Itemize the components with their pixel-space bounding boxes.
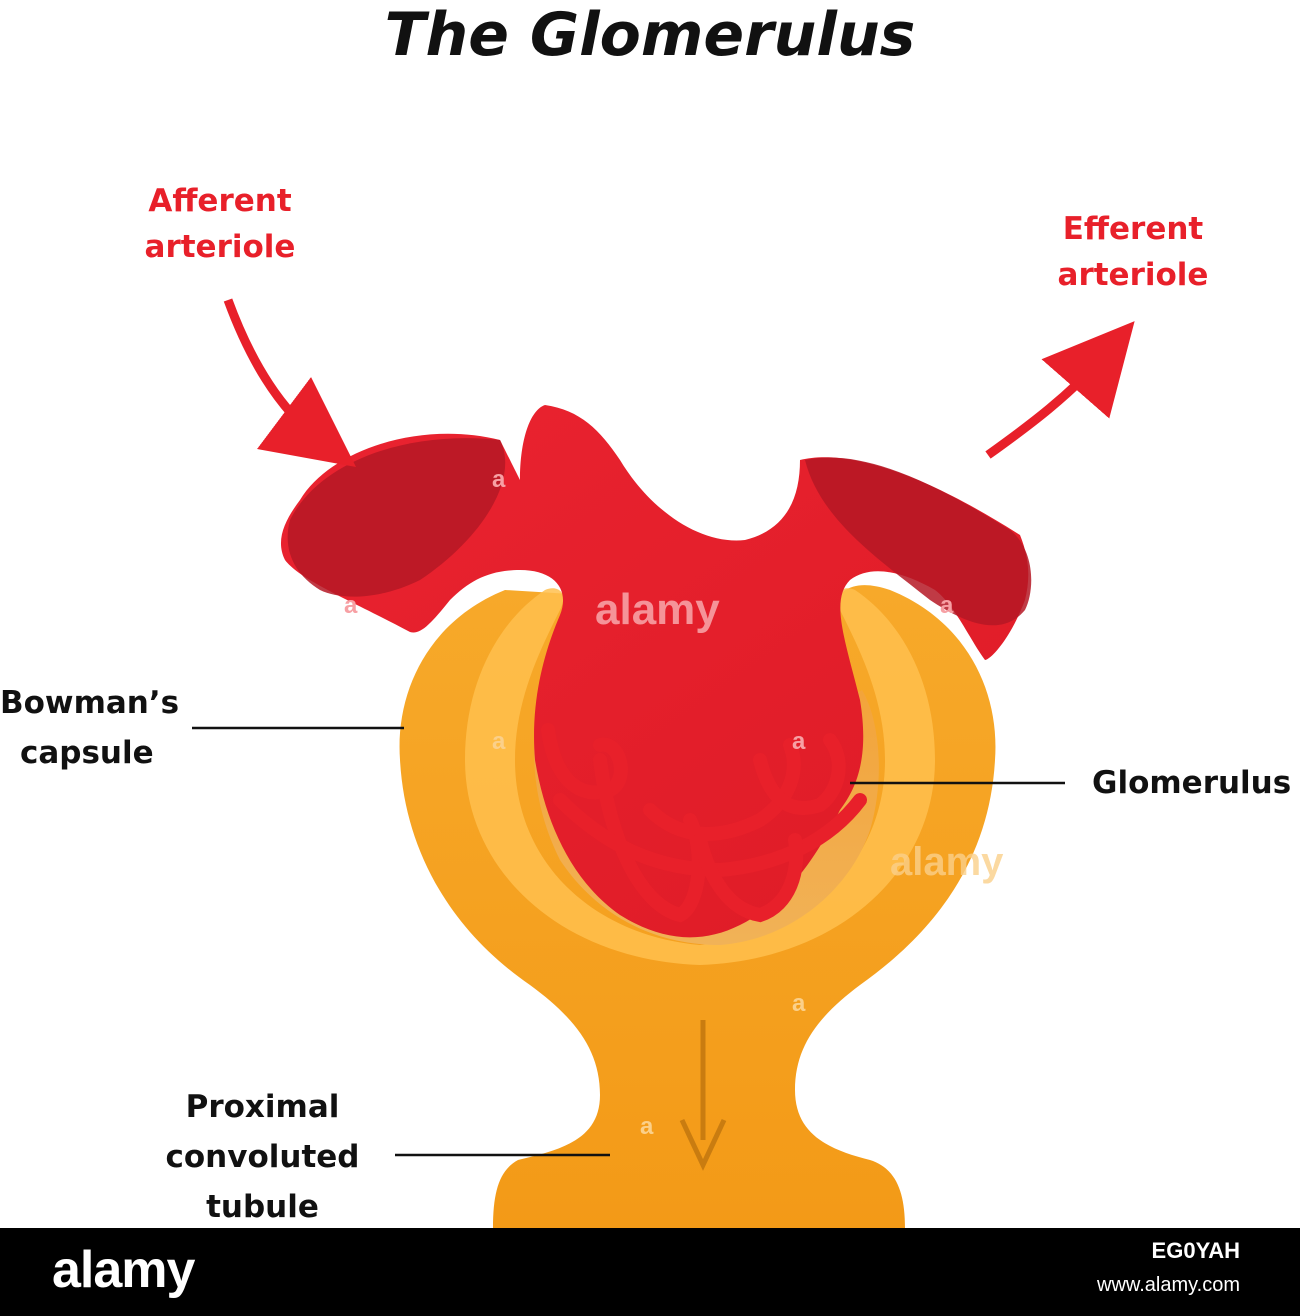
glomerulus-label-text: Glomerulus — [1092, 765, 1292, 801]
afferent-opening — [287, 438, 506, 597]
watermark-footer: alamy EG0YAH www.alamy.com — [0, 1228, 1300, 1316]
footer-logo: alamy — [52, 1241, 195, 1299]
footer-url: www.alamy.com — [1097, 1274, 1240, 1296]
glomerulus-label: Glomerulus — [1092, 758, 1300, 808]
afferent-arrow — [223, 298, 356, 468]
bowmans-capsule-label: Bowman’s capsule — [0, 678, 190, 778]
watermark-letter-1: a — [492, 466, 506, 493]
watermark-brand-center: alamy — [595, 585, 720, 634]
afferent-label-line-2: arteriole — [144, 229, 296, 265]
watermark-letter-3: a — [492, 728, 506, 755]
afferent-arteriole-label: Afferent arteriole — [135, 178, 305, 270]
proximal-label-line-2: convoluted — [165, 1139, 360, 1175]
proximal-label-line-1: Proximal — [185, 1089, 340, 1125]
efferent-label-line-1: Efferent — [1062, 211, 1204, 247]
page-title: The Glomerulus — [384, 0, 916, 70]
watermark-letter-2: a — [344, 592, 358, 619]
watermark-brand-right: alamy — [890, 840, 1004, 884]
efferent-label-line-2: arteriole — [1057, 257, 1209, 293]
bowmans-label-line-1: Bowman’s — [0, 685, 180, 721]
proximal-label-line-3: tubule — [206, 1189, 319, 1225]
efferent-arteriole-label: Efferent arteriole — [1043, 206, 1223, 298]
afferent-label-line-1: Afferent — [148, 183, 292, 219]
watermark-letter-7: a — [640, 1113, 654, 1140]
efferent-opening — [805, 457, 1032, 626]
watermark-letter-5: a — [940, 592, 954, 619]
bowmans-label-line-2: capsule — [20, 735, 154, 771]
capillary-loops — [541, 723, 867, 923]
capsule-space — [465, 588, 935, 965]
efferent-arrow — [985, 321, 1135, 459]
watermark-letter-4: a — [792, 728, 806, 755]
footer-image-id: EG0YAH — [1151, 1238, 1240, 1263]
proximal-tubule-label: Proximal convoluted tubule — [150, 1082, 375, 1232]
watermark-letter-6: a — [792, 990, 806, 1017]
flow-arrow-head — [679, 1118, 727, 1171]
